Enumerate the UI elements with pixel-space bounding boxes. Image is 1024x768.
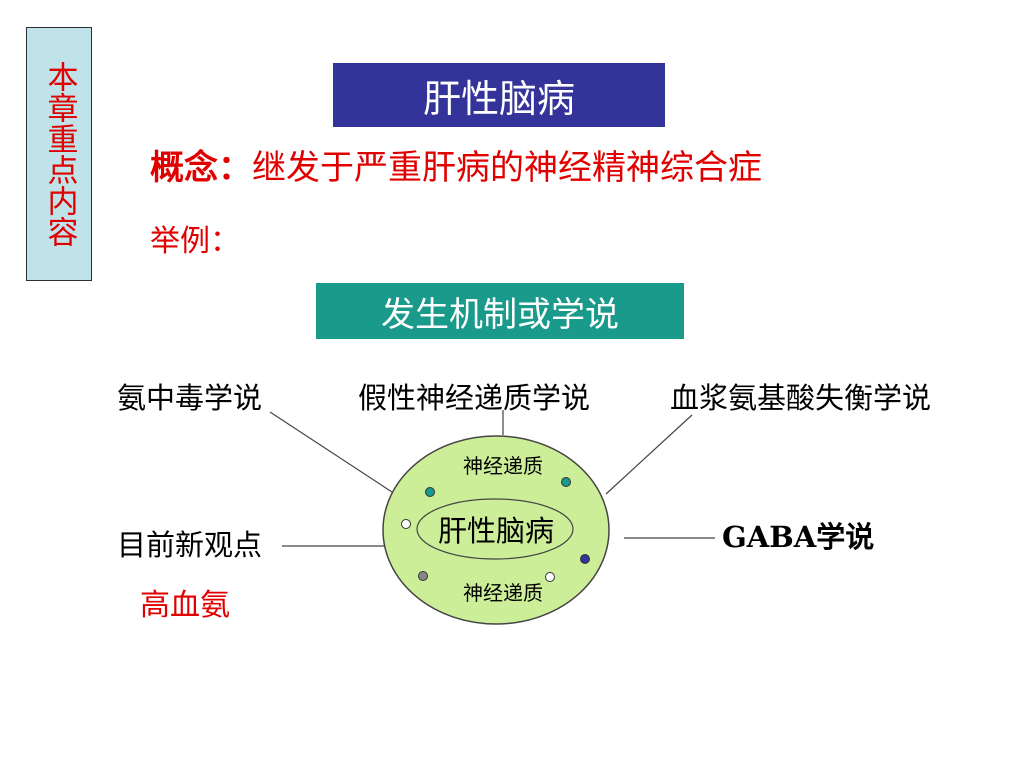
page-title: 肝性脑病	[333, 63, 665, 127]
connector-amino-acid	[605, 414, 693, 495]
connector-ammonia	[269, 411, 393, 493]
concept-text: 继发于严重肝病的神经精神综合症	[252, 148, 762, 188]
chapter-key-content-text: 本章重点内容	[41, 61, 78, 247]
neurotransmitter-dot	[425, 487, 435, 497]
neurotransmitter-dot	[561, 477, 571, 487]
high-ammonia-text: 高血氨	[140, 588, 230, 623]
neurotransmitter-dot	[401, 519, 411, 529]
neurotransmitter-top-text: 神经递质	[463, 454, 543, 478]
neurotransmitter-dot	[580, 554, 590, 564]
chapter-key-content-label: 本章重点内容	[26, 27, 92, 281]
neurotransmitter-dot	[545, 572, 555, 582]
mechanism-title: 发生机制或学说	[316, 283, 684, 339]
neurotransmitter-bottom-text: 神经递质	[463, 581, 543, 605]
theory-new-view: 目前新观点	[117, 528, 263, 562]
center-oval	[416, 498, 574, 560]
theory-false-neurotransmitter: 假性神经递质学说	[358, 381, 591, 415]
theory-amino-acid-imbalance: 血浆氨基酸失衡学说	[670, 381, 932, 415]
center-label: 肝性脑病	[438, 514, 554, 548]
theory-ammonia: 氨中毒学说	[117, 381, 263, 415]
example-label: 举例：	[150, 224, 240, 259]
concept-label: 概念：	[150, 148, 252, 188]
neurotransmitter-dot	[418, 571, 428, 581]
concept-line: 概念：继发于严重肝病的神经精神综合症	[150, 140, 762, 189]
theory-gaba: GABA学说	[722, 520, 875, 554]
